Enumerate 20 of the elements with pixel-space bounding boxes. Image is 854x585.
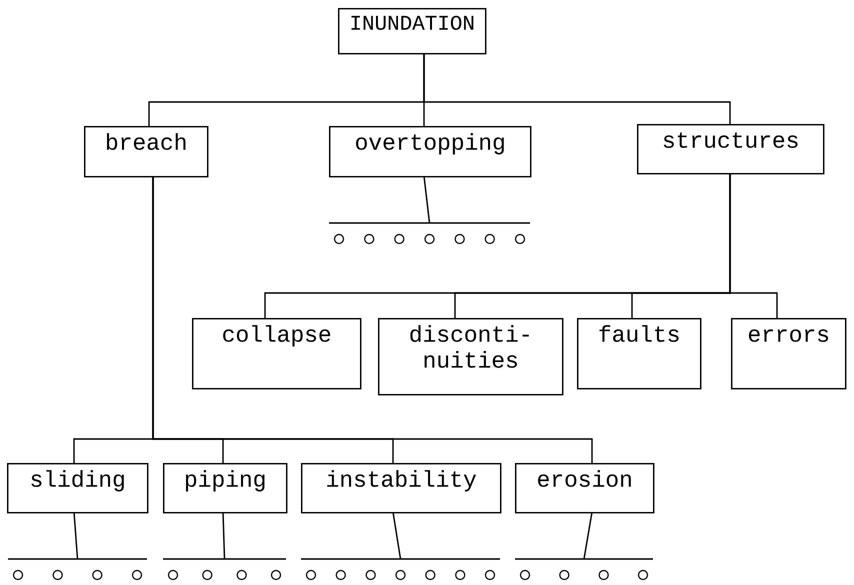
label-box: sliding [7,463,148,514]
label-box: structures [637,124,824,174]
connector-line [73,512,78,560]
label-box: INUNDATION [338,8,486,54]
connector-line [423,176,430,224]
label-box: breach [84,126,208,178]
label-box: erosion [515,463,654,514]
connector-line [423,53,731,124]
connector-line [583,512,593,560]
connector-line [152,176,593,463]
label-box: disconti- nuities [378,318,564,396]
label-box: faults [577,318,702,390]
label-box: errors [731,318,846,390]
label-box: collapse [192,318,362,390]
connector-line [392,512,402,560]
connector-line [729,173,778,318]
label-box: overtopping [329,126,532,178]
connector-line [222,512,226,560]
label-box: instability [301,463,502,514]
label-box: piping [163,463,288,514]
